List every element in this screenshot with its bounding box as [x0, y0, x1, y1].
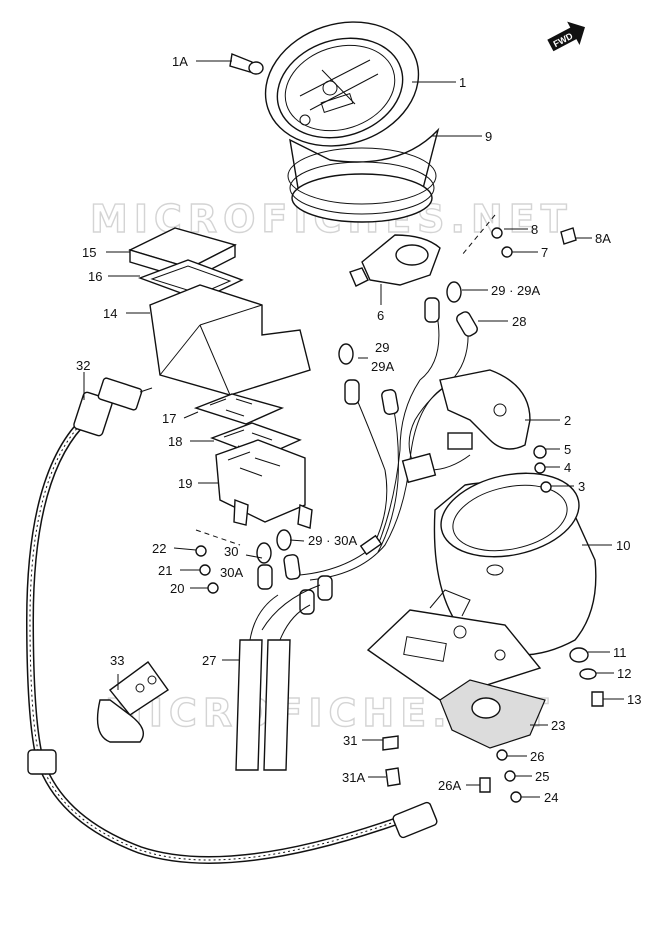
callout-12: 12 [617, 666, 631, 681]
callout-4: 4 [564, 460, 571, 475]
callout-26: 26 [530, 749, 544, 764]
callout-28: 28 [512, 314, 526, 329]
indicator-unit [128, 227, 313, 529]
callout-25: 25 [535, 769, 549, 784]
lower-bracket-23 [439, 679, 546, 749]
speedometer-cable-32 [25, 377, 438, 864]
callout-20: 20 [170, 581, 184, 596]
callout-29-29A-top: 29 · 29A [491, 283, 540, 298]
callout-31: 31 [343, 733, 357, 748]
callout-9: 9 [485, 129, 492, 144]
callout-labels: 1A 1 9 8 8A 7 6 29 · 29A 28 29 29A 15 16… [76, 54, 641, 805]
callout-8: 8 [531, 222, 538, 237]
callout-1: 1 [459, 75, 466, 90]
callout-6: 6 [377, 308, 384, 323]
callout-33: 33 [110, 653, 124, 668]
callout-17: 17 [162, 411, 176, 426]
callout-8A: 8A [595, 231, 611, 246]
callout-5: 5 [564, 442, 571, 457]
callout-21: 21 [158, 563, 172, 578]
callout-29-30A: 29 · 30A [308, 533, 357, 548]
callout-30: 30 [224, 544, 238, 559]
callout-13: 13 [627, 692, 641, 707]
callout-3: 3 [578, 479, 585, 494]
callout-11: 11 [613, 645, 627, 660]
callout-24: 24 [544, 790, 558, 805]
hardware-set [195, 227, 604, 803]
callout-32: 32 [76, 358, 90, 373]
callout-27: 27 [202, 653, 216, 668]
callout-14: 14 [103, 306, 117, 321]
wiring-sleeve-27 [235, 584, 321, 771]
callout-26A: 26A [438, 778, 461, 793]
socket-6 [349, 234, 441, 287]
callout-16: 16 [88, 269, 102, 284]
leader-lines [83, 60, 624, 798]
callout-30A: 30A [220, 565, 243, 580]
callout-19: 19 [178, 476, 192, 491]
bracket-33 [96, 661, 169, 743]
callout-15: 15 [82, 245, 96, 260]
callout-29A: 29A [371, 359, 394, 374]
speedometer-assembly [229, 21, 440, 223]
lamp-bracket-2 [439, 369, 531, 450]
fwd-arrow-icon: FWD [547, 21, 585, 52]
callout-22: 22 [152, 541, 166, 556]
callout-29: 29 [375, 340, 389, 355]
callout-31A: 31A [342, 770, 365, 785]
bulbs-30 [257, 554, 333, 615]
wire-harness [256, 281, 478, 581]
callout-23: 23 [551, 718, 565, 733]
ref-line-22 [195, 529, 241, 546]
callout-7: 7 [541, 245, 548, 260]
callout-18: 18 [168, 434, 182, 449]
meter-housing-10 [433, 472, 597, 656]
callout-2: 2 [564, 413, 571, 428]
callout-10: 10 [616, 538, 630, 553]
meter-bracket [366, 589, 542, 701]
callout-1A: 1A [172, 54, 188, 69]
